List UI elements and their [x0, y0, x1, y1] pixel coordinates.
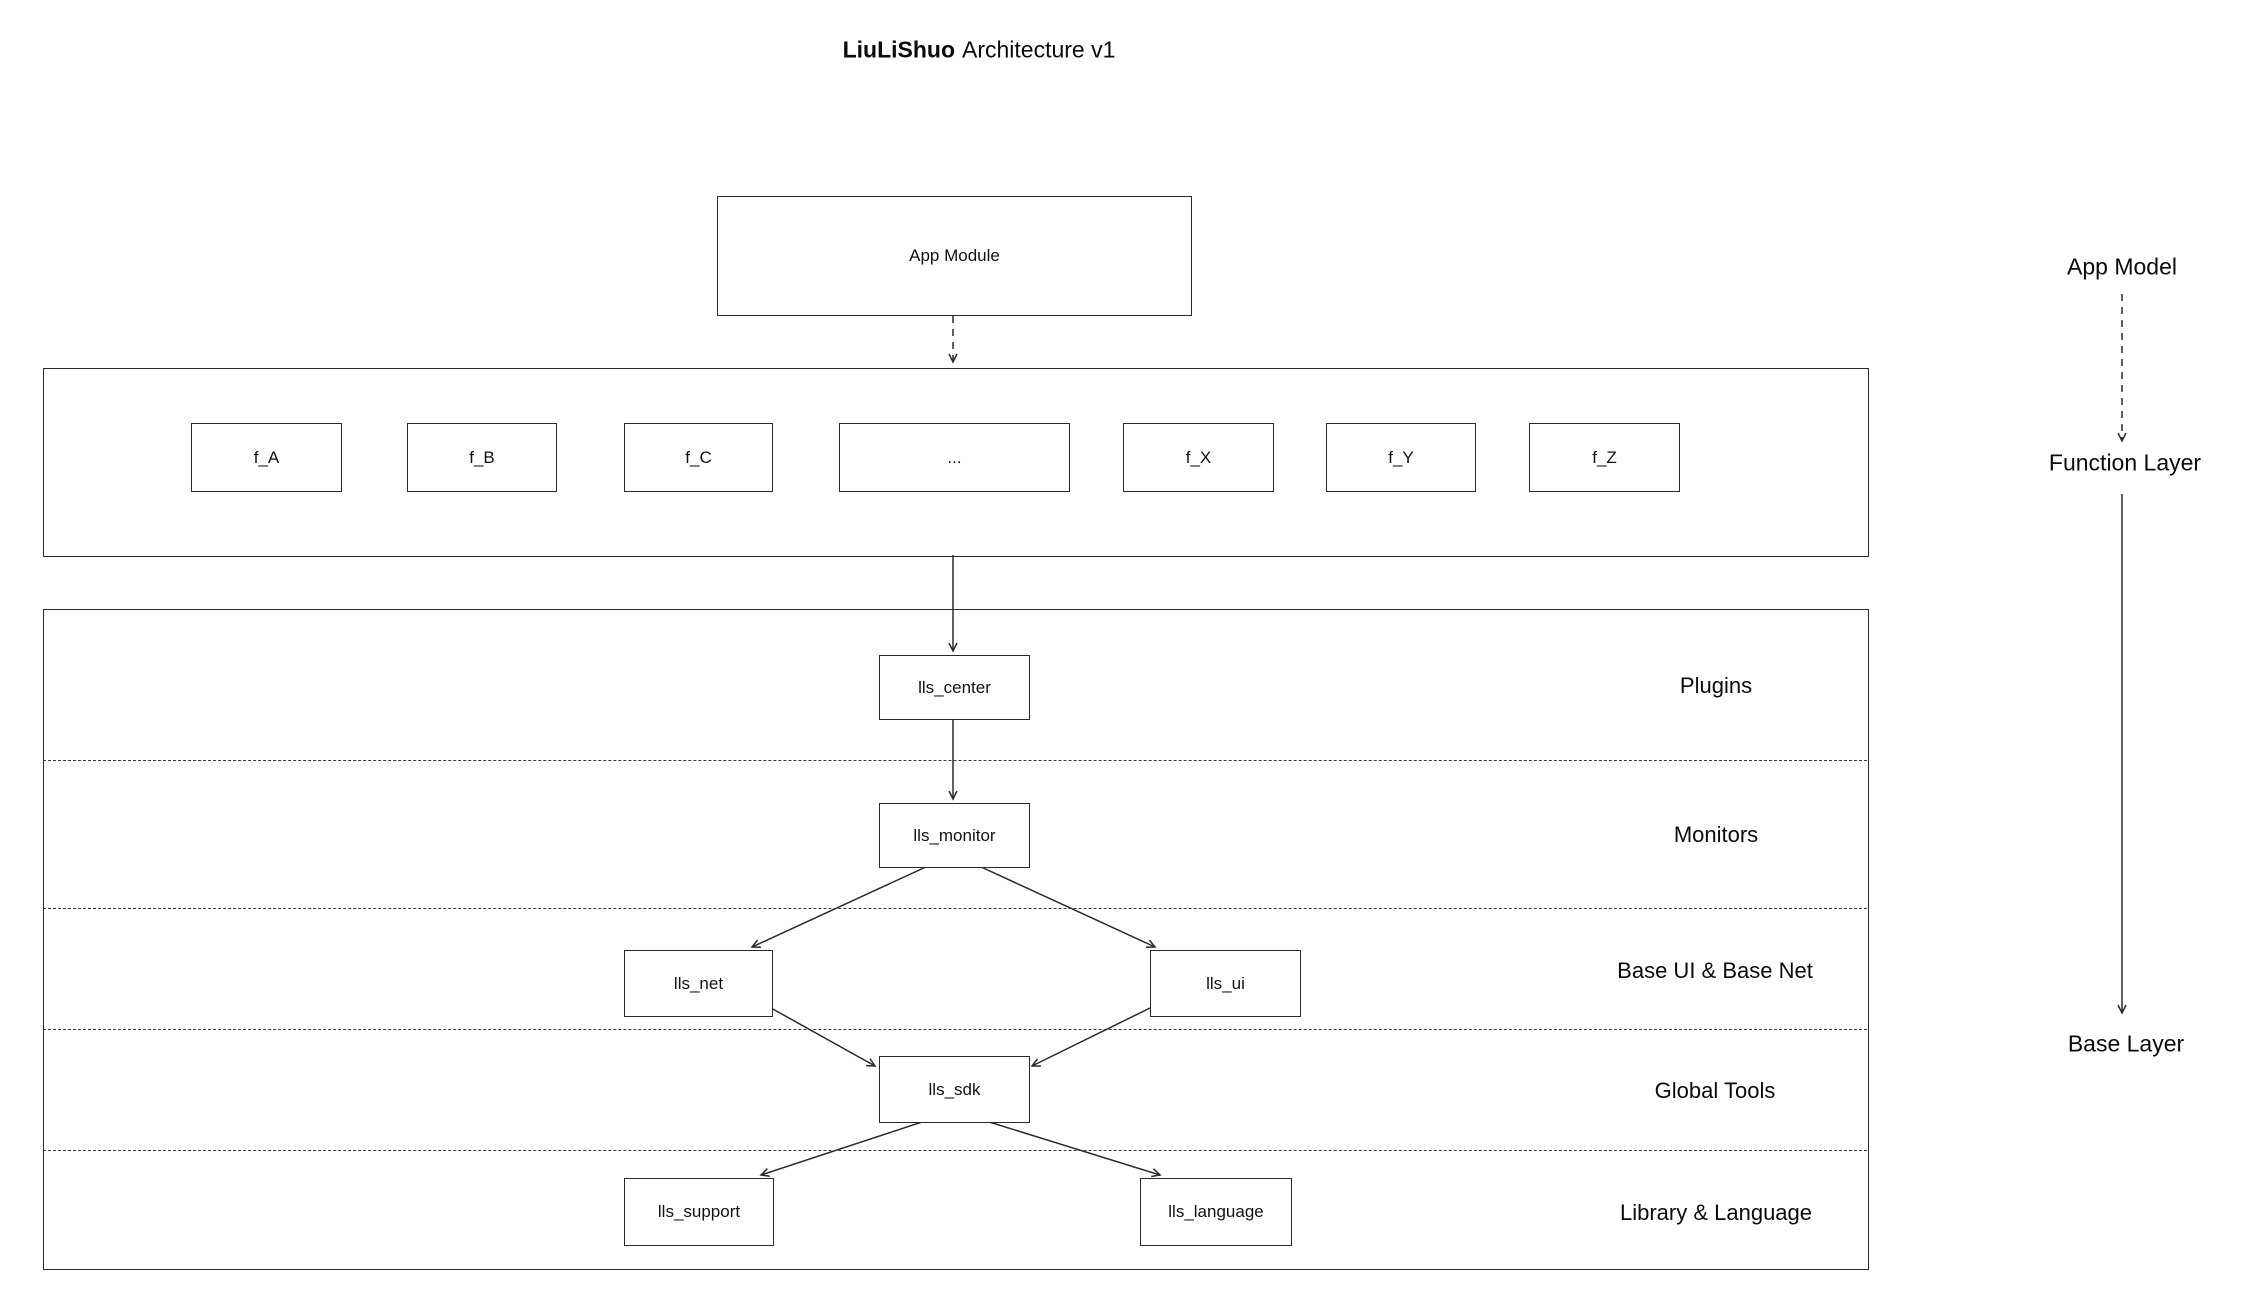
- node-lls-support: lls_support: [624, 1178, 774, 1246]
- diagram-title-primary: LiuLiShuo: [842, 36, 956, 63]
- base-layer-container: [43, 609, 1869, 1270]
- node-lls-monitor: lls_monitor: [879, 803, 1030, 868]
- node-f-b: f_B: [407, 423, 557, 492]
- node-f-x: f_X: [1123, 423, 1274, 492]
- base-layer-divider-1: [43, 760, 1867, 761]
- node-f-z: f_Z: [1529, 423, 1680, 492]
- diagram-title-secondary: Architecture v1: [962, 36, 1116, 63]
- node-app-module: App Module: [717, 196, 1192, 316]
- row-label-base-ui-base-net: Base UI & Base Net: [1617, 958, 1813, 983]
- row-label-plugins: Plugins: [1679, 673, 1753, 698]
- node-f-a: f_A: [191, 423, 342, 492]
- node-lls-center: lls_center: [879, 655, 1030, 720]
- base-layer-divider-3: [43, 1029, 1867, 1030]
- row-label-monitors: Monitors: [1673, 822, 1759, 847]
- node-f-ellipsis: ...: [839, 423, 1070, 492]
- node-f-y: f_Y: [1326, 423, 1476, 492]
- node-lls-net: lls_net: [624, 950, 773, 1017]
- base-layer-divider-2: [43, 908, 1867, 909]
- side-label-app-model: App Model: [2067, 253, 2177, 280]
- node-lls-ui: lls_ui: [1150, 950, 1301, 1017]
- side-label-function-layer: Function Layer: [2048, 449, 2202, 476]
- row-label-global-tools: Global Tools: [1654, 1078, 1776, 1103]
- row-label-library-language: Library & Language: [1619, 1200, 1813, 1225]
- base-layer-divider-4: [43, 1150, 1867, 1151]
- node-lls-language: lls_language: [1140, 1178, 1292, 1246]
- node-f-c: f_C: [624, 423, 773, 492]
- side-label-base-layer: Base Layer: [2067, 1030, 2185, 1057]
- function-layer-container: [43, 368, 1869, 557]
- node-lls-sdk: lls_sdk: [879, 1056, 1030, 1123]
